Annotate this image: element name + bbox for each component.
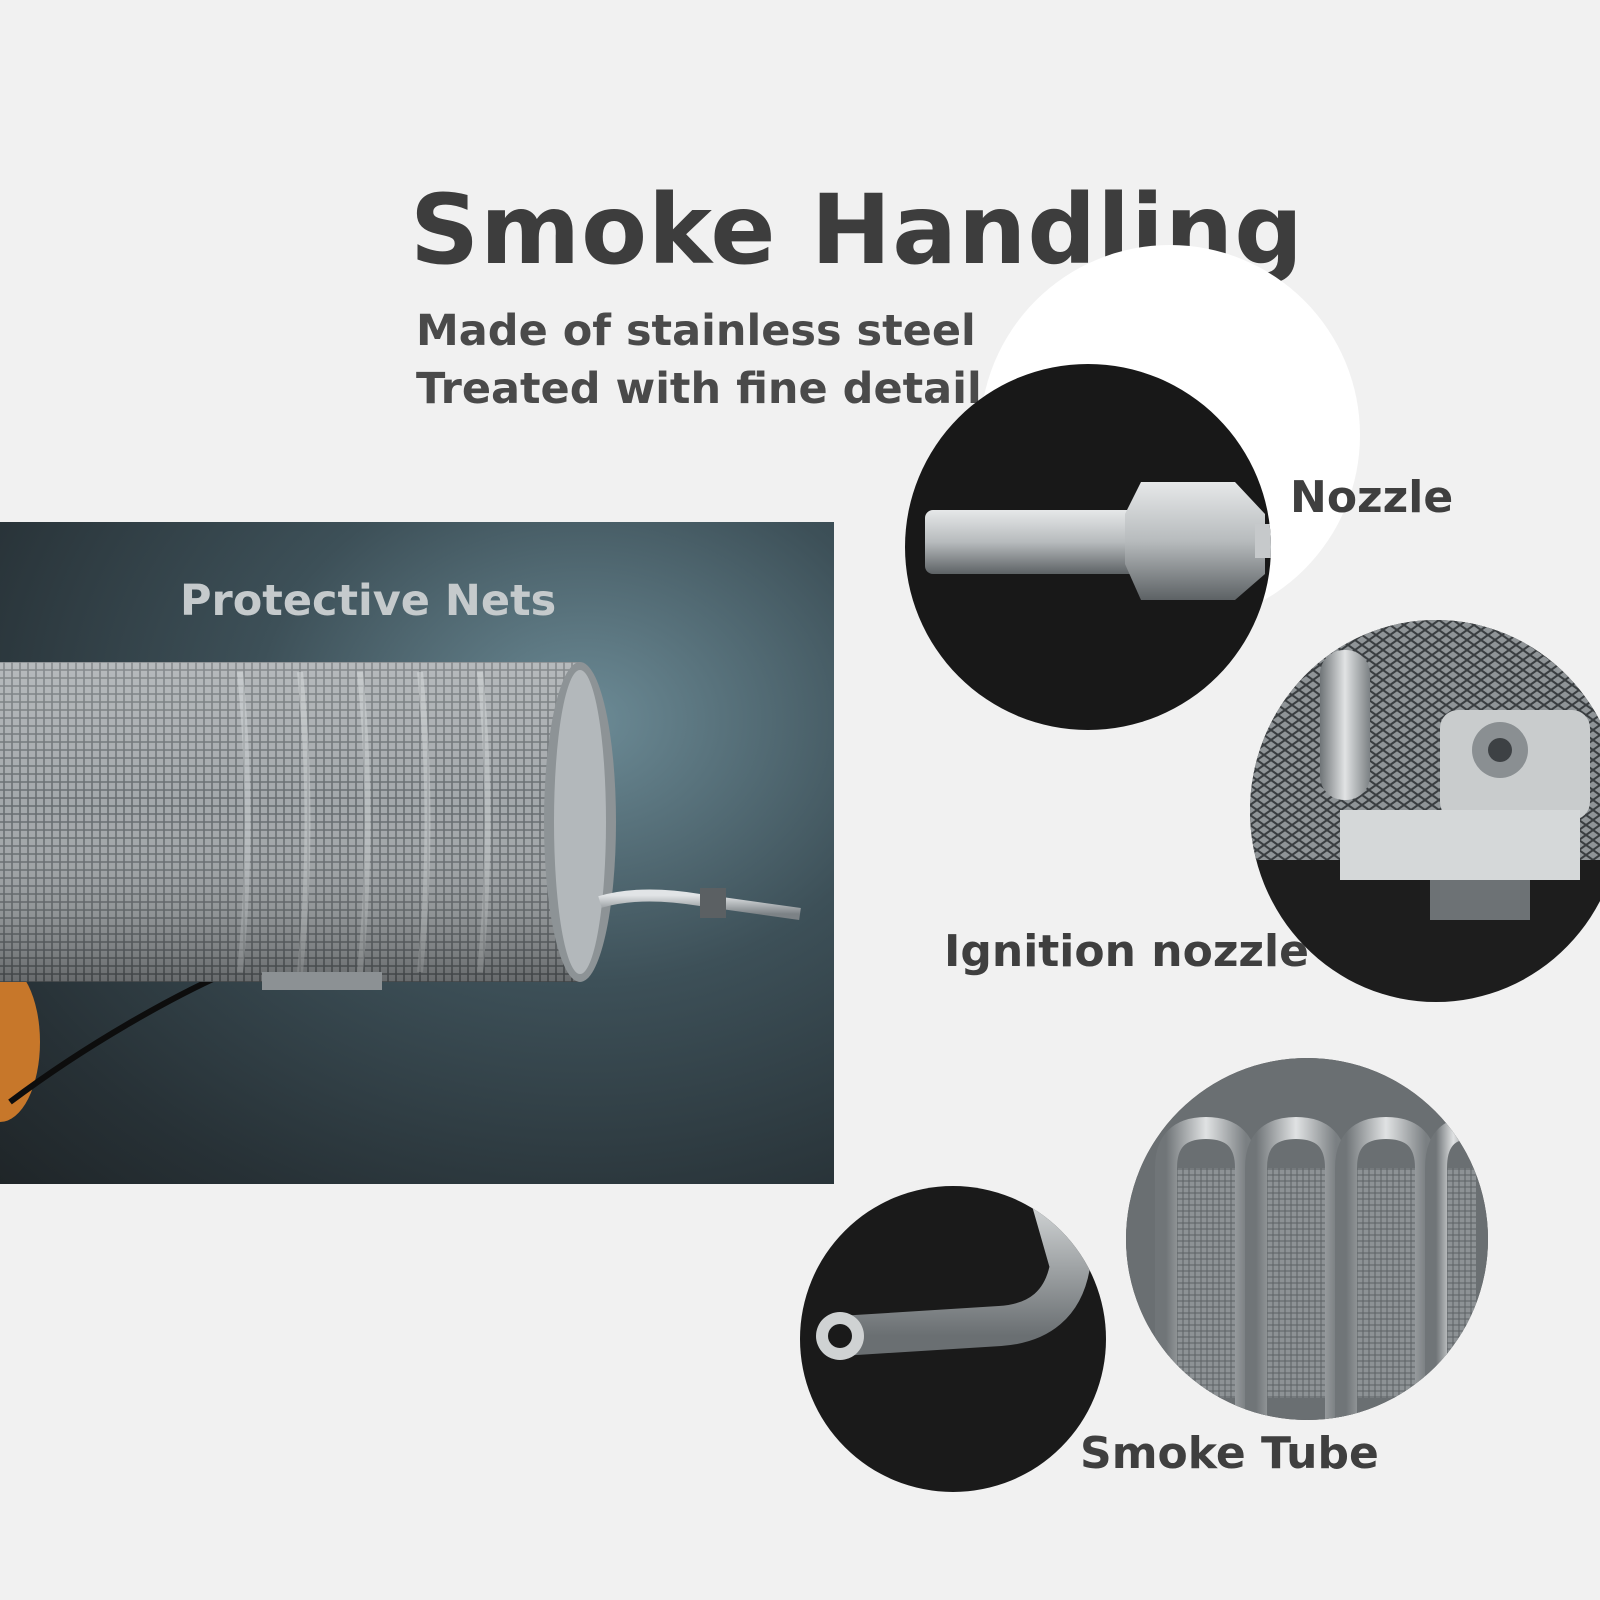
ignition-nozzle-label: Ignition nozzle [944,926,1309,977]
smoke-tube-icon [816,1186,1091,1360]
nozzle-icon [925,482,1271,600]
subtitle-line-2: Treated with fine detail [416,364,982,414]
coil-icon [1126,1058,1488,1420]
ignition-nozzle-icon [1250,620,1600,920]
nozzle-detail-circle [905,364,1271,730]
subtitle-line-1: Made of stainless steel [416,306,976,356]
ignition-nozzle-detail-circle [1250,620,1600,1002]
smoke-tube-detail-circle [800,1186,1106,1492]
coil-detail-circle [1126,1058,1488,1420]
mesh-cylinder-icon [0,662,801,1122]
smoke-tube-label: Smoke Tube [1080,1428,1379,1479]
protective-nets-photo: Protective Nets [0,522,834,1184]
nozzle-label: Nozzle [1290,472,1454,523]
protective-nets-label: Protective Nets [180,576,557,626]
